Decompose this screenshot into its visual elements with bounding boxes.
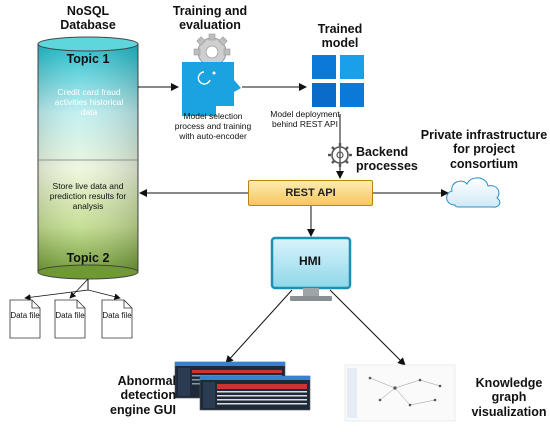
topic1-description: Credit card fraud activities historical … — [54, 87, 124, 117]
topic2-description: Store live data and prediction results f… — [49, 181, 127, 211]
rest-api-box[interactable]: REST API — [248, 180, 373, 206]
topic1-label: Topic 1 — [66, 52, 110, 66]
gear-head-icon — [182, 33, 241, 116]
data-file-label: Data file — [102, 311, 132, 320]
monitor-icon — [270, 236, 352, 301]
data-file-label: Data file — [10, 311, 40, 320]
data-file-icon — [54, 299, 86, 339]
gear-icon — [328, 143, 352, 167]
training-title: Training and evaluation — [172, 4, 248, 33]
topic2-label: Topic 2 — [66, 251, 110, 265]
knowledge-graph-thumbnail — [344, 364, 456, 422]
data-file-label: Data file — [55, 311, 85, 320]
trained-model-title: Trained model — [317, 22, 363, 51]
knowledge-graph-label: Knowledge graph visualization — [471, 376, 547, 419]
trained-model-description: Model deployment behind REST API — [270, 109, 340, 129]
private-infra-label: Private infrastructure for project conso… — [420, 128, 548, 171]
windows-logo-icon — [312, 55, 364, 107]
database-title: NoSQL Database — [60, 4, 116, 33]
hmi-label: HMI — [299, 254, 321, 268]
database-cylinder — [37, 36, 139, 280]
data-file-icon — [9, 299, 41, 339]
connectors — [138, 83, 449, 366]
cloud-icon — [446, 177, 501, 208]
file-connectors — [24, 278, 121, 301]
abnormal-gui-label: Abnormal detection engine GUI — [110, 374, 176, 417]
data-file-icon — [101, 299, 133, 339]
training-description: Model selection process and training wit… — [174, 111, 252, 141]
abnormal-gui-thumbnail — [174, 361, 311, 411]
backend-label: Backend processes — [356, 145, 418, 174]
